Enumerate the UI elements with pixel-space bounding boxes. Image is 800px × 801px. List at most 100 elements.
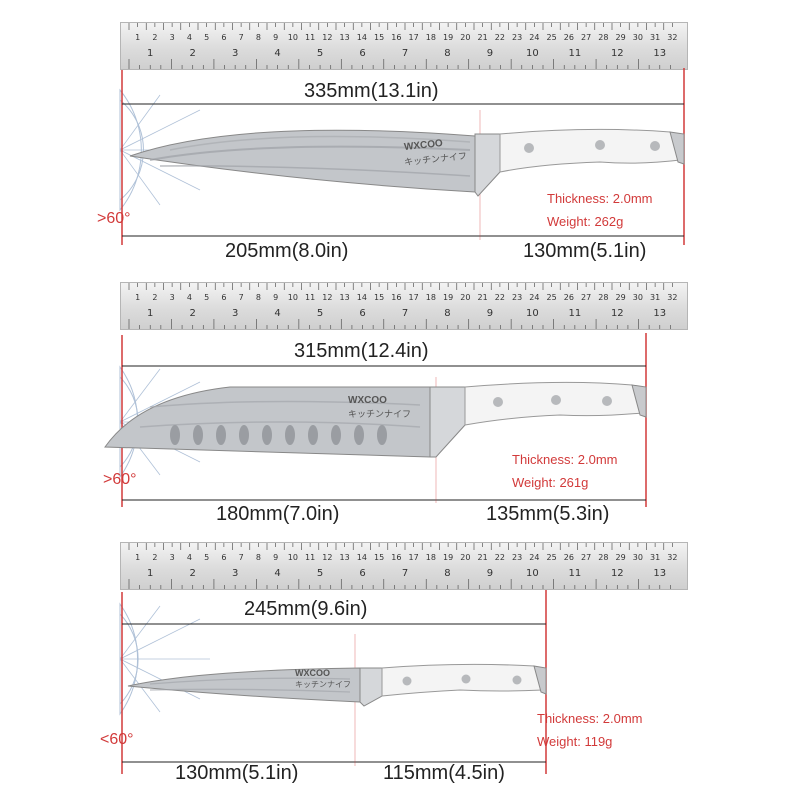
ruler-cm-label: 8 [256,33,261,42]
ruler-inch-label: 2 [190,48,196,59]
ruler-cm-label: 32 [667,293,677,302]
ruler-cm-label: 1 [135,553,140,562]
blade-length: 205mm(8.0in) [225,240,349,262]
ruler-inch-label: 11 [568,568,581,579]
ruler-inch-label: 9 [487,48,493,59]
ruler-cm-label: 6 [221,553,226,562]
ruler-inch-label: 10 [526,308,539,319]
ruler-inch-label: 11 [568,308,581,319]
ruler-cm-label: 26 [564,293,574,302]
ruler-cm-label: 13 [340,293,350,302]
ruler-cm-label: 11 [305,553,315,562]
knife-illustration [104,333,647,507]
ruler-cm-label: 24 [529,33,539,42]
ruler-cm-label: 17 [409,293,419,302]
angle-label: >60° [103,471,137,488]
ruler-cm-label: 18 [426,553,436,562]
ruler-inch-label: 12 [611,48,624,59]
ruler-cm-label: 30 [633,33,643,42]
ruler-inch-label: 9 [487,308,493,319]
ruler-cm-label: 2 [152,33,157,42]
ruler-cm-label: 6 [221,33,226,42]
ruler-inch-label: 5 [317,48,323,59]
ruler-cm-label: 24 [529,293,539,302]
handle-length: 130mm(5.1in) [523,240,647,262]
brand-logo: WXCOO [295,668,330,678]
ruler-cm-label: 20 [460,553,470,562]
ruler-cm-label: 12 [322,33,332,42]
ruler-cm-label: 5 [204,293,209,302]
ruler-cm-label: 7 [239,553,244,562]
ruler-cm-label: 3 [170,33,175,42]
thickness-label: Thickness: 2.0mm [537,711,643,726]
ruler-inch-label: 12 [611,308,624,319]
ruler-cm-label: 2 [152,553,157,562]
ruler-cm-label: 7 [239,33,244,42]
brand-logo: WXCOO [348,395,387,406]
handle-length: 115mm(4.5in) [383,762,505,784]
ruler-inch-label: 5 [317,568,323,579]
ruler-cm-label: 28 [598,33,608,42]
ruler-inch-label: 1 [147,48,153,59]
ruler-inch-label: 7 [402,48,408,59]
ruler-cm-label: 25 [547,33,557,42]
ruler-inch-label: 2 [190,568,196,579]
ruler-cm-label: 13 [340,33,350,42]
ruler-cm-label: 21 [478,293,488,302]
knife-illustration [119,68,685,245]
blade-length: 180mm(7.0in) [216,503,340,525]
ruler-cm-label: 17 [409,33,419,42]
ruler-cm-label: 15 [374,553,384,562]
ruler-cm-label: 18 [426,293,436,302]
ruler-cm-label: 26 [564,553,574,562]
thickness-label: Thickness: 2.0mm [512,452,618,467]
ruler-cm-label: 30 [633,553,643,562]
ruler-cm-label: 31 [650,33,660,42]
ruler-cm-label: 16 [391,33,401,42]
ruler-cm-label: 22 [495,553,505,562]
ruler-inch-label: 3 [232,568,238,579]
ruler-cm-label: 21 [478,553,488,562]
ruler-cm-label: 18 [426,33,436,42]
ruler-inch-label: 8 [444,308,450,319]
ruler-cm-label: 32 [667,553,677,562]
ruler-cm-label: 9 [273,293,278,302]
ruler-cm-label: 11 [305,293,315,302]
brand-subtitle: キッチンナイフ [348,409,412,419]
weight-label: Weight: 261g [512,475,589,490]
ruler-inch-label: 8 [444,568,450,579]
ruler-inch-label: 8 [444,48,450,59]
ruler-cm-label: 22 [495,33,505,42]
ruler-cm-label: 27 [581,293,591,302]
knife-illustration [119,590,547,774]
ruler-cm-label: 4 [187,33,192,42]
ruler-inch-label: 4 [274,308,280,319]
ruler-cm-label: 8 [256,293,261,302]
ruler-inch-label: 4 [274,48,280,59]
ruler-cm-label: 16 [391,293,401,302]
ruler-inch-label: 2 [190,308,196,319]
ruler-cm-label: 8 [256,553,261,562]
ruler-cm-label: 30 [633,293,643,302]
ruler-cm-label: 15 [374,33,384,42]
ruler-cm-label: 25 [547,553,557,562]
ruler-inch-label: 10 [526,568,539,579]
blade-length: 130mm(5.1in) [175,762,299,784]
total-length: 315mm(12.4in) [294,340,429,362]
ruler-cm-label: 16 [391,553,401,562]
ruler-cm-label: 31 [650,293,660,302]
ruler-cm-label: 9 [273,553,278,562]
ruler-inch-label: 12 [611,568,624,579]
ruler-cm-label: 3 [170,293,175,302]
ruler-inch-label: 7 [402,308,408,319]
ruler-cm-label: 1 [135,33,140,42]
ruler-cm-label: 26 [564,33,574,42]
ruler-cm-label: 25 [547,293,557,302]
